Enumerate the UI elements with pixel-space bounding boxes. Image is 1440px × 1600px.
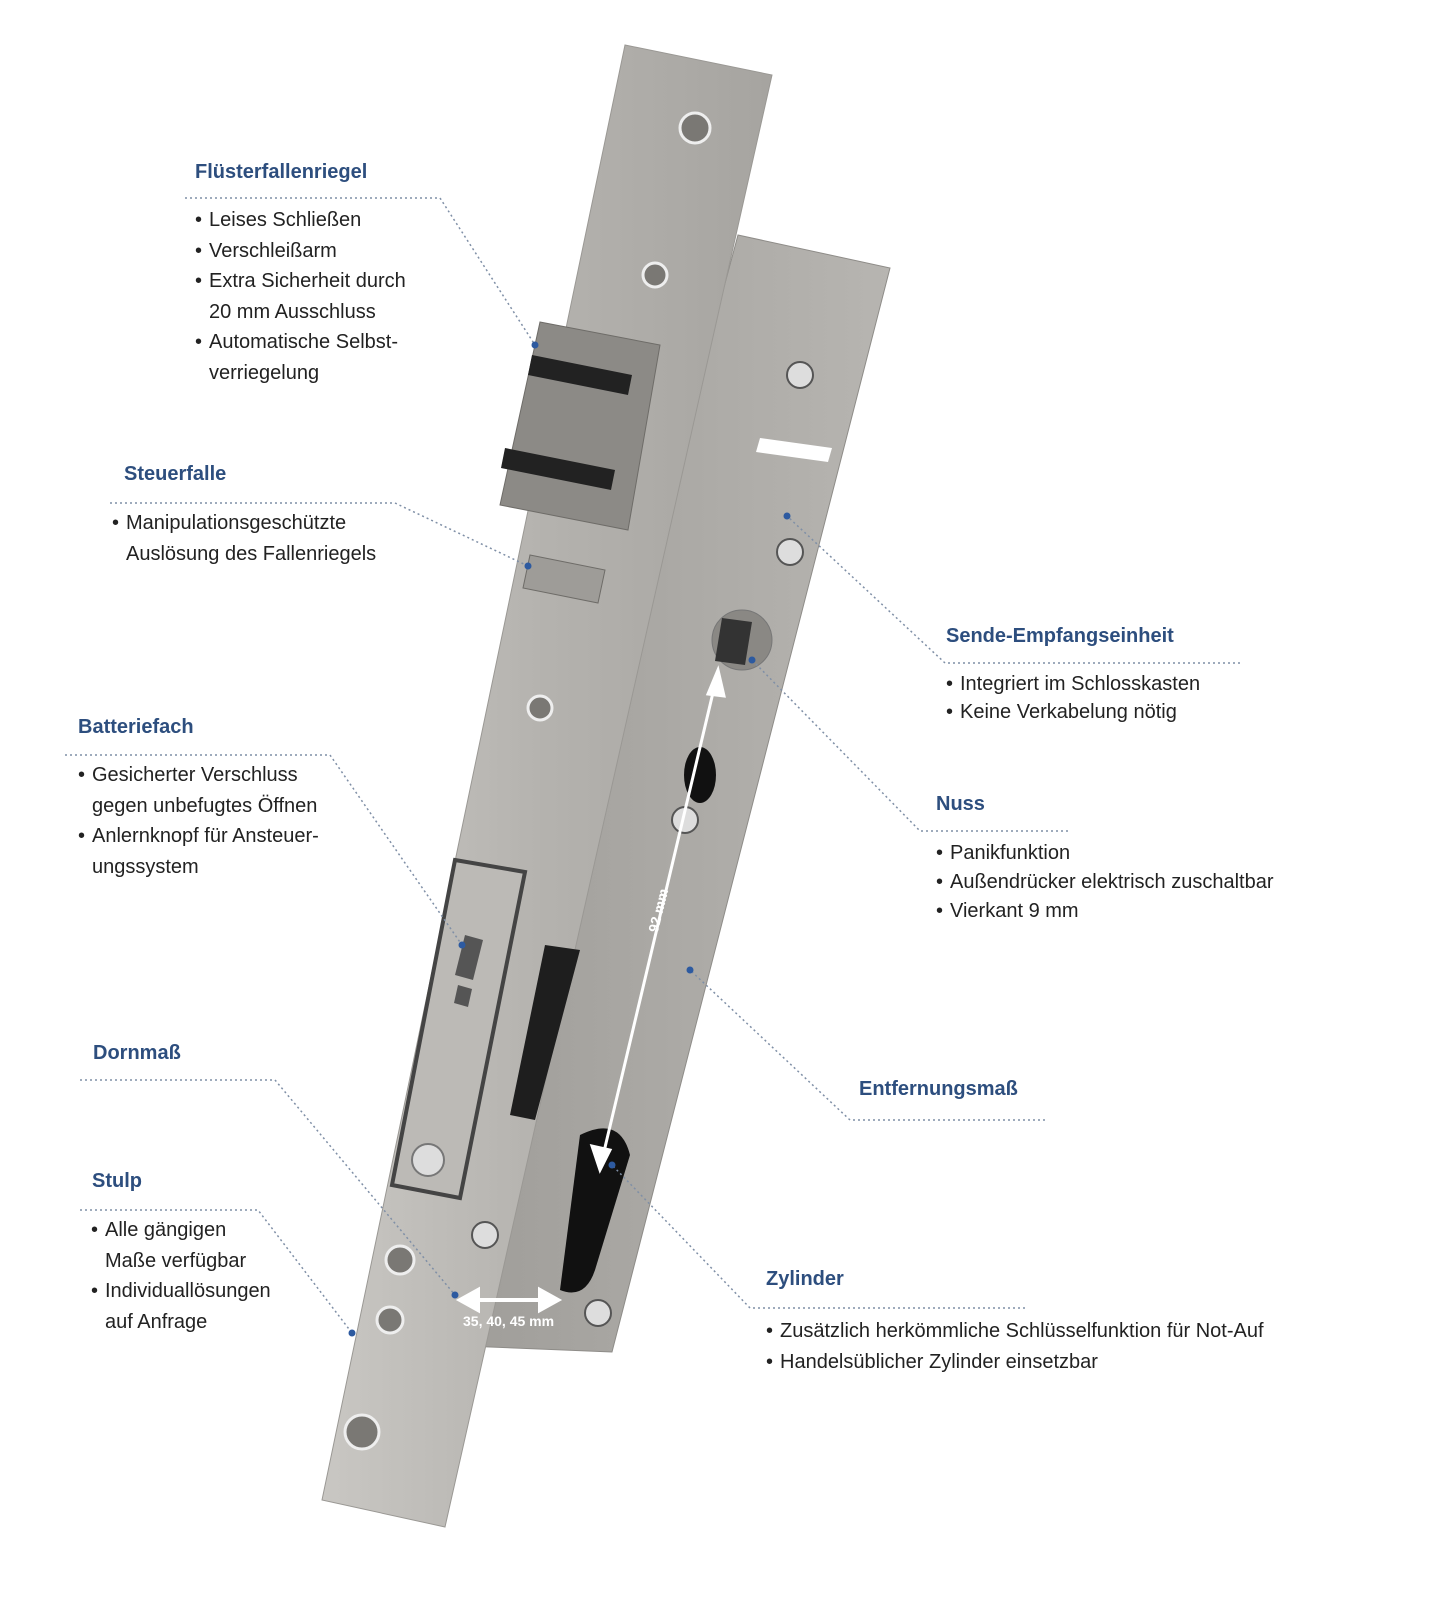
- cylinder-opening: [560, 1128, 630, 1293]
- callout-list-fluesterfallenriegel: Leises Schließen Verschleißarm Extra Sic…: [195, 205, 406, 388]
- faceplate-holes: [343, 111, 712, 1451]
- callout-list-nuss: Panikfunktion Außendrücker elektrisch zu…: [936, 839, 1273, 926]
- callout-title-dornmass: Dornmaß: [93, 1042, 181, 1064]
- callout-title-entfernungsmass: Entfernungsmaß: [859, 1078, 1018, 1100]
- callout-list-sende-empfangseinheit: Integriert im Schlosskasten Keine Verkab…: [946, 671, 1200, 726]
- callout-title-sende-empfangseinheit: Sende-Empfangseinheit: [946, 625, 1174, 647]
- list-item: gegen unbefugtes Öffnen: [92, 794, 318, 817]
- list-item: Handelsüblicher Zylinder einsetzbar: [766, 1347, 1264, 1378]
- callout-title-batteriefach: Batteriefach: [78, 716, 194, 738]
- list-item: Individuallösungen: [91, 1276, 271, 1307]
- callout-list-stulp: Alle gängigen Maße verfügbar Individuall…: [91, 1215, 271, 1337]
- brand-logo: [454, 935, 483, 1007]
- list-item: Verschleißarm: [195, 236, 406, 267]
- backset-label: 35, 40, 45 mm: [463, 1313, 555, 1329]
- list-item: Integriert im Schlosskasten: [946, 671, 1200, 699]
- backset-arrow: [455, 1286, 563, 1314]
- list-item: Alle gängigen: [91, 1215, 271, 1246]
- distance-arrow: [589, 665, 726, 1174]
- callout-title-nuss: Nuss: [936, 793, 985, 815]
- callout-list-batteriefach: Gesicherter Verschluss gegen unbefugtes …: [78, 760, 319, 882]
- leader-lines: [65, 197, 1240, 1334]
- list-item: Außendrücker elektrisch zuschaltbar: [936, 868, 1273, 897]
- callout-title-fluesterfallenriegel: Flüsterfallenriegel: [195, 161, 368, 183]
- list-item: Anlernknopf für Ansteuer-: [78, 821, 319, 852]
- callout-title-steuerfalle: Steuerfalle: [124, 463, 227, 485]
- list-item: ungssystem: [92, 855, 199, 878]
- list-item: Vierkant 9 mm: [936, 897, 1273, 926]
- battery-compartment: [389, 857, 528, 1201]
- list-item: Extra Sicherheit durch: [195, 266, 406, 297]
- list-item: Panikfunktion: [936, 839, 1273, 868]
- list-item: Manipulationsgeschützte: [112, 508, 376, 539]
- list-item: Zusätzlich herkömmliche Schlüsselfunktio…: [766, 1316, 1264, 1347]
- callout-list-zylinder: Zusätzlich herkömmliche Schlüsselfunktio…: [766, 1316, 1264, 1377]
- list-item: Automatische Selbst-: [195, 327, 406, 358]
- list-item: verriegelung: [209, 361, 320, 384]
- list-item: Keine Verkabelung nötig: [946, 699, 1200, 727]
- screws: [471, 361, 814, 1327]
- list-item: Gesicherter Verschluss: [78, 760, 319, 791]
- callout-title-zylinder: Zylinder: [766, 1268, 844, 1290]
- list-item: Leises Schließen: [195, 205, 406, 236]
- control-latch: [522, 554, 606, 604]
- list-item: auf Anfrage: [105, 1310, 208, 1333]
- latch-bolt: [499, 321, 661, 531]
- list-item: Auslösung des Fallenriegels: [126, 542, 377, 565]
- anchor-dots: [348, 341, 791, 1337]
- callout-title-stulp: Stulp: [92, 1170, 142, 1192]
- list-item: 20 mm Ausschluss: [209, 300, 376, 323]
- callout-list-steuerfalle: Manipulationsgeschützte Auslösung des Fa…: [112, 508, 376, 569]
- list-item: Maße verfügbar: [105, 1249, 247, 1272]
